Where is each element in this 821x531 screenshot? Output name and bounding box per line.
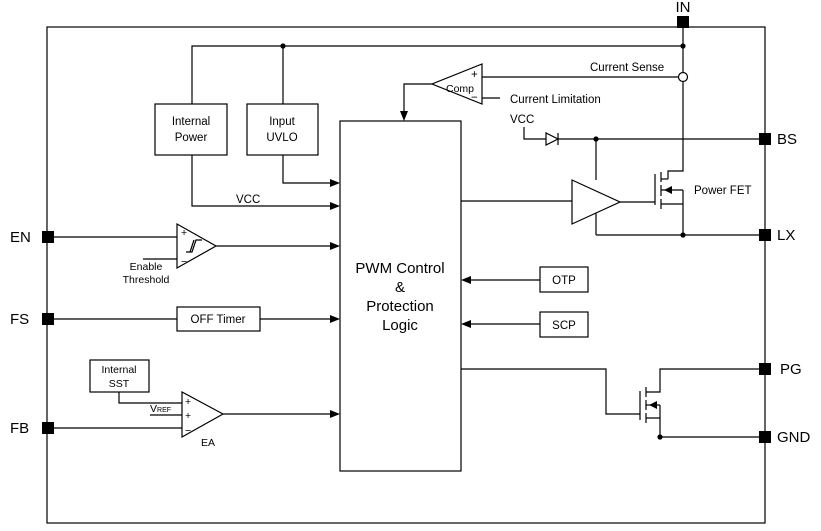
svg-text:OFF Timer: OFF Timer bbox=[191, 314, 246, 326]
vcc-label: VCC bbox=[236, 194, 260, 206]
enable-threshold-label-2: Threshold bbox=[123, 274, 170, 286]
pin-fs-label: FS bbox=[10, 311, 29, 328]
pin-pg-label: PG bbox=[780, 361, 802, 378]
svg-text:VCC: VCC bbox=[510, 114, 534, 126]
gate-driver bbox=[461, 179, 655, 235]
svg-text:Power FET: Power FET bbox=[694, 185, 752, 197]
pin-pg-pad bbox=[759, 363, 771, 375]
chip-outline bbox=[46, 26, 766, 524]
current-limitation-label: Current Limitation bbox=[510, 94, 601, 106]
svg-text:&: & bbox=[395, 279, 405, 296]
svg-text:−: − bbox=[185, 425, 191, 437]
current-comparator: Comp + − bbox=[400, 63, 678, 121]
error-amplifier: + + − VREF EA bbox=[54, 390, 340, 449]
internal-sst-block: Internal SST bbox=[89, 359, 182, 404]
pin-gnd-label: GND bbox=[777, 429, 811, 446]
pin-fs-pad bbox=[42, 313, 54, 325]
svg-text:−: − bbox=[471, 92, 478, 104]
svg-text:VREF: VREF bbox=[150, 403, 171, 415]
svg-text:Power: Power bbox=[175, 132, 208, 144]
enable-comparator: + − bbox=[54, 222, 340, 270]
svg-text:Internal: Internal bbox=[172, 116, 210, 128]
pin-fb-pad bbox=[42, 422, 54, 434]
svg-text:Internal: Internal bbox=[101, 364, 136, 376]
pin-in-pad bbox=[677, 16, 689, 28]
svg-text:Logic: Logic bbox=[382, 317, 418, 334]
pin-pads bbox=[42, 16, 771, 443]
svg-text:+: + bbox=[181, 227, 187, 239]
current-sense-node bbox=[677, 71, 689, 83]
svg-text:SCP: SCP bbox=[552, 320, 576, 332]
pin-bs-pad bbox=[759, 133, 771, 145]
svg-text:Comp: Comp bbox=[446, 83, 474, 95]
pin-en-pad bbox=[42, 231, 54, 243]
svg-text:+: + bbox=[471, 69, 478, 81]
pin-lx-label: LX bbox=[777, 227, 795, 244]
in-rail bbox=[191, 16, 689, 179]
svg-text:PWM Control: PWM Control bbox=[355, 260, 444, 277]
svg-text:UVLO: UVLO bbox=[266, 132, 297, 144]
off-timer-block: OFF Timer bbox=[54, 306, 340, 332]
pin-lx-pad bbox=[759, 229, 771, 241]
pin-bs-label: BS bbox=[777, 131, 797, 148]
pwm-control-block: PWM Control & Protection Logic bbox=[339, 120, 462, 472]
svg-text:+: + bbox=[185, 396, 191, 408]
enable-threshold-label: Enable bbox=[130, 261, 163, 273]
svg-text:Protection: Protection bbox=[366, 298, 434, 315]
internal-power-block: Internal Power bbox=[154, 103, 228, 156]
pin-en-label: EN bbox=[10, 229, 31, 246]
bootstrap-diode: VCC bbox=[510, 114, 759, 180]
otp-block: OTP bbox=[461, 266, 589, 293]
pin-gnd-pad bbox=[759, 431, 771, 443]
svg-text:+: + bbox=[185, 410, 191, 422]
svg-text:SST: SST bbox=[109, 378, 130, 390]
input-uvlo-block: Input UVLO bbox=[246, 103, 319, 156]
pin-in-label: IN bbox=[676, 0, 691, 16]
svg-text:−: − bbox=[181, 256, 187, 268]
pg-fet bbox=[461, 368, 759, 440]
svg-text:Input: Input bbox=[269, 116, 295, 128]
power-fet: Power FET bbox=[654, 172, 752, 235]
current-sense-label: Current Sense bbox=[590, 62, 664, 74]
svg-text:EA: EA bbox=[201, 437, 215, 449]
pin-fb-label: FB bbox=[10, 420, 29, 437]
scp-block: SCP bbox=[461, 311, 589, 338]
svg-text:OTP: OTP bbox=[552, 275, 576, 287]
